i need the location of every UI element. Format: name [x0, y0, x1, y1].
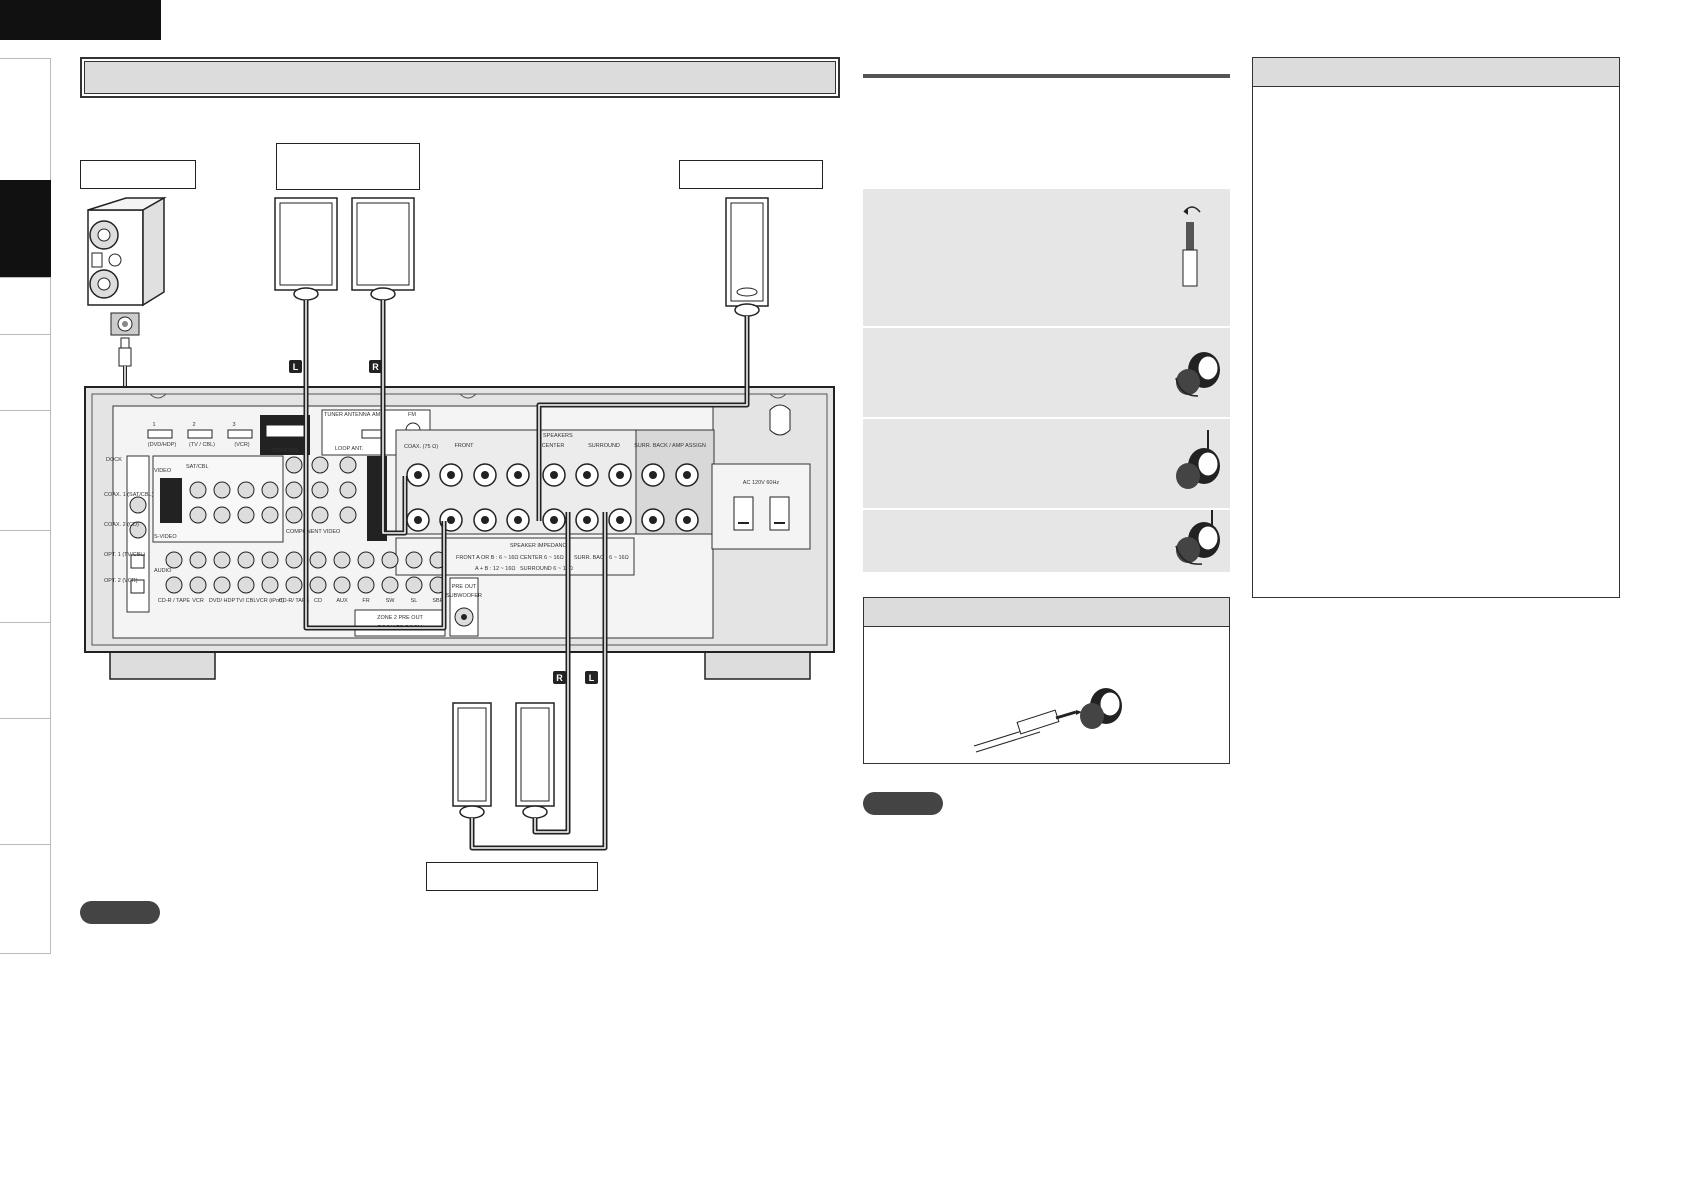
step-row-2 [863, 327, 1230, 418]
header-tab[interactable] [0, 0, 161, 40]
fm-coax-label: COAX. (75 Ω) [404, 444, 438, 450]
preout-label: FR [362, 598, 369, 604]
surround-speakers-label-box [426, 862, 598, 891]
banana-plug-icon [973, 688, 1122, 753]
sat-cbl-label: SAT/CBL [186, 464, 209, 470]
surround-terminals-label: SURROUND [588, 443, 620, 449]
preout-label: SW [386, 598, 396, 604]
hdmi-in-3-label: 3 [232, 422, 235, 428]
coax2-label: COAX. 2 (CD) [104, 522, 139, 528]
surround-right-marker-text: R [556, 673, 563, 683]
info-box [1252, 57, 1620, 598]
tighten-terminal-icon [1175, 510, 1220, 565]
dock-label: DOCK [106, 457, 122, 463]
subwoofer-jack-label: SUBWOOFER [446, 593, 482, 599]
hdmi-monitor-label: MONITOR [272, 448, 298, 454]
surround-right-marker [553, 671, 566, 684]
audio-input-label: CD-R/ TAPE [279, 598, 310, 604]
s-video-label: S-VIDEO [154, 534, 177, 540]
impedance-front-ab-label: A + B : 12 ~ 16Ω [475, 566, 516, 572]
impedance-surr-back-label: SURR. BACK 6 ~ 16Ω [574, 555, 629, 561]
sidebar-tab-8[interactable] [0, 718, 51, 844]
am-label: AM [372, 412, 381, 418]
hdmi-source-2-label: (TV / CBL) [189, 442, 215, 448]
component-video-label: COMPONENT VIDEO [286, 529, 341, 535]
step-row-4 [863, 509, 1230, 573]
loop-ant-label: LOOP ANT. [335, 446, 364, 452]
caution-box [863, 597, 1230, 764]
hdmi-in-1-label: 1 [152, 422, 155, 428]
note-pill-right [863, 792, 943, 815]
speaker-impedance-label: SPEAKER IMPEDANCE [510, 543, 571, 549]
video-label: VIDEO [154, 468, 172, 474]
audio-input-label: CD [314, 598, 322, 604]
info-box-header [1253, 58, 1619, 87]
front-left-marker-text: L [293, 362, 299, 372]
speakers-label: SPEAKERS [543, 433, 573, 439]
audio-input-label: TV/ CBL [236, 598, 257, 604]
center-speaker-label-box [679, 160, 823, 189]
step-row-3 [863, 418, 1230, 509]
front-terminals-label: FRONT [455, 443, 475, 449]
impedance-surround-label: SURROUND 6 ~ 16Ω [520, 566, 573, 572]
step-row-1 [863, 189, 1230, 327]
insert-wire-icon [1176, 430, 1220, 489]
zone2-label: ZONE 2 PRE OUT [377, 615, 423, 621]
sidebar-tab-3[interactable] [0, 277, 51, 334]
ac-outlet-label: AC 120V 60Hz [743, 480, 780, 486]
audio-label: AUDIO [154, 568, 172, 574]
front-left-marker [289, 360, 302, 373]
sidebar-tab-7[interactable] [0, 622, 51, 718]
subwoofer-icon [87, 196, 167, 336]
audio-input-label: AUX [336, 598, 348, 604]
fm-label: FM [408, 412, 416, 418]
coax1-label: COAX. 1 (SAT/CBL) [104, 492, 154, 498]
sidebar-tab-4[interactable] [0, 334, 51, 410]
front-left-speaker-icon [274, 197, 338, 301]
section-banner [80, 57, 840, 98]
caution-box-header [864, 598, 1229, 627]
speaker-wires [303, 300, 750, 851]
audio-input-label: VCR (iPod) [256, 598, 284, 604]
sidebar-tab-6[interactable] [0, 530, 51, 622]
surround-left-marker-text: L [589, 673, 595, 683]
impedance-center-label: CENTER 6 ~ 16Ω [520, 555, 564, 561]
center-speaker-icon [725, 197, 769, 317]
audio-input-label: VCR [192, 598, 204, 604]
subwoofer-label-box [80, 160, 196, 189]
front-speakers-label-box [276, 143, 420, 190]
impedance-front-label: FRONT A OR B : 6 ~ 16Ω [456, 555, 519, 561]
sidebar-tab-9[interactable] [0, 844, 51, 954]
speaker-connection-diagram: 1 2 3 (DVD/HDP) (TV / CBL) (VCR) MONITOR… [84, 196, 835, 851]
opt1-label: OPT. 1 (TV/CBL) [104, 552, 145, 558]
center-terminals-label: CENTER [542, 443, 565, 449]
preout-label: SL [411, 598, 418, 604]
audio-input-label: DVD/ HDP [209, 598, 236, 604]
stripped-wire-icon [1182, 206, 1201, 287]
note-pill-left [80, 901, 160, 924]
hdmi-source-3-label: (VCR) [234, 442, 249, 448]
sidebar-tab-1[interactable] [0, 58, 51, 180]
hdmi-in-2-label: 2 [192, 422, 195, 428]
receiver-rear-panel: 1 2 3 (DVD/HDP) (TV / CBL) (VCR) MONITOR… [84, 386, 835, 680]
sidebar-tab-2[interactable] [0, 180, 51, 277]
front-right-marker [369, 360, 382, 373]
front-right-marker-text: R [372, 362, 379, 372]
sidebar-tab-5[interactable] [0, 410, 51, 530]
preout-label: SBR [432, 598, 443, 604]
channel-markers: L R R L [289, 360, 598, 684]
surround-left-marker [585, 671, 598, 684]
tuner-antenna-label: TUNER ANTENNA [324, 412, 371, 418]
audio-input-label: CD-R / TAPE [158, 598, 191, 604]
front-right-speaker-icon [351, 197, 415, 301]
loosen-terminal-icon [1175, 352, 1220, 397]
hdmi-source-1-label: (DVD/HDP) [148, 442, 177, 448]
surround-left-speaker-icon [515, 702, 555, 819]
pre-out-label: PRE OUT [452, 584, 477, 590]
right-heading [863, 74, 1230, 78]
surr-back-terminals-label: SURR. BACK / AMP ASSIGN [634, 443, 706, 449]
opt2-label: OPT. 2 (VCR) [104, 578, 138, 584]
surround-right-speaker-icon [452, 702, 492, 819]
